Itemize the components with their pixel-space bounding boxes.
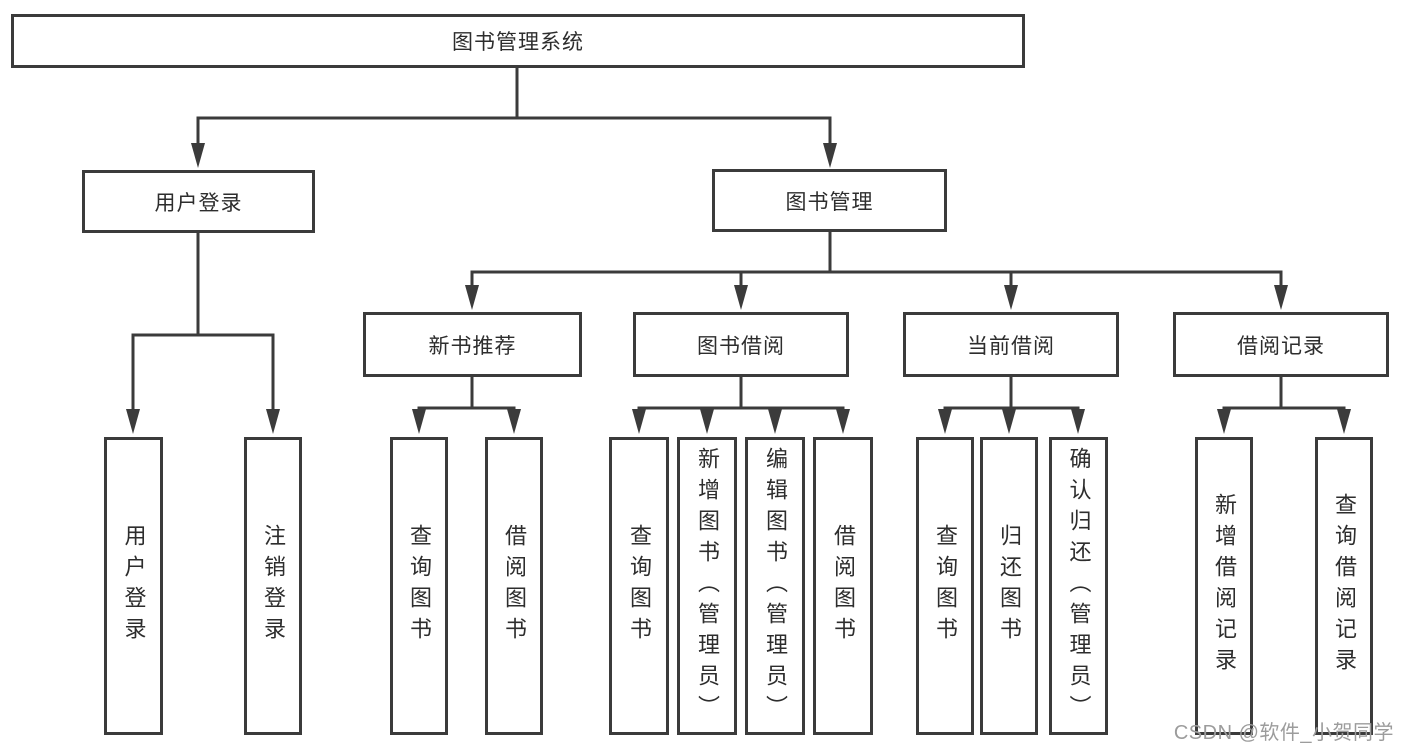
arrowhead-icon [1274,285,1288,310]
arrowhead-icon [465,285,479,310]
node-label: 查询图书 [933,524,958,648]
leaf-confirm-return-admin: 确认归还（管理员） [1049,437,1108,735]
csdn-watermark: CSDN @软件_小贺同学 [1173,722,1394,744]
node-current-borrow: 当前借阅 [903,312,1119,377]
node-label: 图书借阅 [697,334,785,358]
arrowhead-icon [126,409,140,434]
arrowhead-icon [1071,409,1085,434]
node-label: 确认归还（管理员） [1066,446,1092,726]
arrowhead-icon [266,409,280,434]
arrowhead-icon [938,409,952,434]
node-user-login: 用户登录 [82,170,315,233]
leaf-query-current-book: 查询图书 [916,437,974,735]
node-label: 当前借阅 [967,334,1055,358]
node-label: 新增借阅记录 [1212,493,1237,679]
leaf-add-book-admin: 新增图书（管理员） [677,437,737,735]
connector-book-management-to-level3 [465,230,1288,310]
connector-root-to-level2 [191,66,837,168]
arrowhead-icon [734,285,748,310]
leaf-query-borrow-record: 查询借阅记录 [1315,437,1373,735]
node-label: 用户登录 [121,524,147,648]
node-label: 查询借阅记录 [1332,493,1357,679]
arrowhead-icon [1337,409,1351,434]
arrowhead-icon [1004,285,1018,310]
leaf-query-book-recommend: 查询图书 [390,437,448,735]
arrowhead-icon [836,409,850,434]
node-new-book-recommend: 新书推荐 [363,312,582,377]
node-label: 借阅记录 [1237,334,1325,358]
node-label: 借阅图书 [831,524,856,648]
leaf-logout: 注销登录 [244,437,302,735]
node-label: 图书管理 [785,190,874,214]
node-label: 查询图书 [627,524,652,648]
node-label: 新书推荐 [428,334,517,358]
leaf-user-login: 用户登录 [104,437,163,735]
leaf-query-book: 查询图书 [609,437,669,735]
node-label: 图书管理系统 [452,31,584,54]
node-book-management: 图书管理 [712,169,947,232]
arrowhead-icon [1002,409,1016,434]
leaf-edit-book-admin: 编辑图书（管理员） [745,437,805,735]
node-label: 编辑图书（管理员） [763,446,788,726]
arrowhead-icon [700,409,714,434]
leaf-borrow-book: 借阅图书 [813,437,873,735]
node-label: 归还图书 [997,524,1022,648]
node-book-borrow: 图书借阅 [633,312,849,377]
node-library-management-system: 图书管理系统 [11,14,1025,68]
arrowhead-icon [507,409,521,434]
connector-new-book-recommend-children [412,375,521,434]
node-borrow-record: 借阅记录 [1173,312,1389,377]
arrowhead-icon [823,143,837,168]
connector-borrow-record-children [1217,375,1351,434]
node-label: 注销登录 [261,524,286,648]
leaf-add-borrow-record: 新增借阅记录 [1195,437,1253,735]
connector-current-borrow-children [938,375,1085,434]
arrowhead-icon [1217,409,1231,434]
arrowhead-icon [412,409,426,434]
arrowhead-icon [191,143,205,168]
node-label: 新增图书（管理员） [695,446,720,726]
leaf-return-book: 归还图书 [980,437,1038,735]
leaf-borrow-book-recommend: 借阅图书 [485,437,543,735]
node-label: 查询图书 [407,524,432,648]
node-label: 借阅图书 [502,524,527,648]
connector-book-borrow-children [632,375,850,434]
node-label: 用户登录 [154,191,243,215]
connector-user-login-children [126,231,280,434]
arrowhead-icon [632,409,646,434]
arrowhead-icon [768,409,782,434]
